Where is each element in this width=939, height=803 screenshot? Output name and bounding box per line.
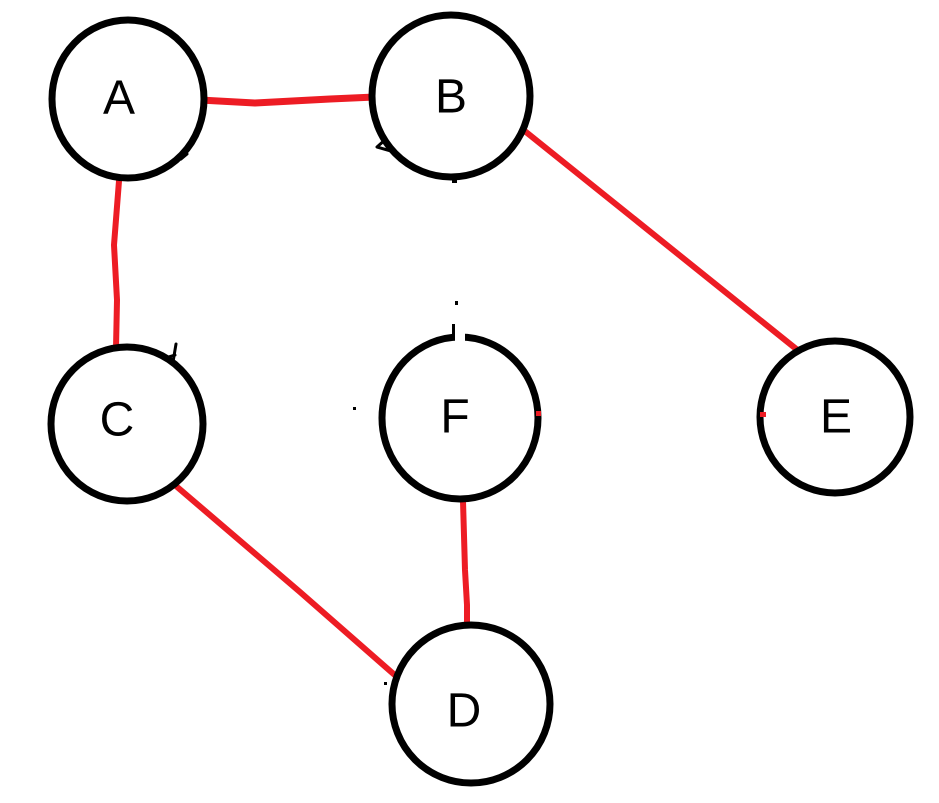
edge-B-E	[518, 125, 803, 355]
node-D: D	[388, 621, 554, 787]
node-B-circle	[368, 11, 534, 181]
stray-tick-c-top-wing	[163, 353, 177, 360]
stray-dot-left-of-f	[353, 407, 356, 410]
red-dot-e-left-edge	[760, 412, 766, 417]
node-A-label: A	[103, 72, 135, 125]
node-F: F	[378, 333, 542, 503]
node-B-label: B	[435, 71, 467, 124]
stray-tick-f-top-left	[404, 350, 416, 360]
stray-tick-below-b	[452, 174, 457, 183]
stray-arrow-mark-b-lower-left	[375, 137, 393, 153]
edge-C-D	[173, 483, 400, 680]
stray-line-f-top	[452, 324, 455, 337]
node-E-label: E	[820, 391, 852, 444]
node-A-circle	[48, 16, 208, 182]
node-D-circle	[388, 621, 554, 787]
stray-dot-d-top-inner	[384, 682, 387, 685]
gap-in-f-top-stroke	[455, 331, 465, 341]
stray-tick-a-lower-right	[179, 152, 189, 161]
node-C-circle	[47, 343, 207, 505]
node-E: E	[756, 337, 914, 497]
stray-tick-c-top-main	[171, 342, 178, 364]
node-B: B	[368, 11, 534, 181]
stray-dot-above-f	[455, 301, 458, 305]
node-D-label: D	[447, 685, 482, 738]
node-A: A	[48, 16, 208, 182]
node-F-label: F	[440, 391, 469, 444]
edge-A-C	[111, 178, 122, 351]
edge-F-D	[460, 498, 470, 631]
red-dot-f-right-edge	[536, 411, 541, 416]
edge-A-B	[196, 93, 379, 107]
node-C: C	[47, 343, 207, 505]
node-C-label: C	[100, 394, 135, 447]
